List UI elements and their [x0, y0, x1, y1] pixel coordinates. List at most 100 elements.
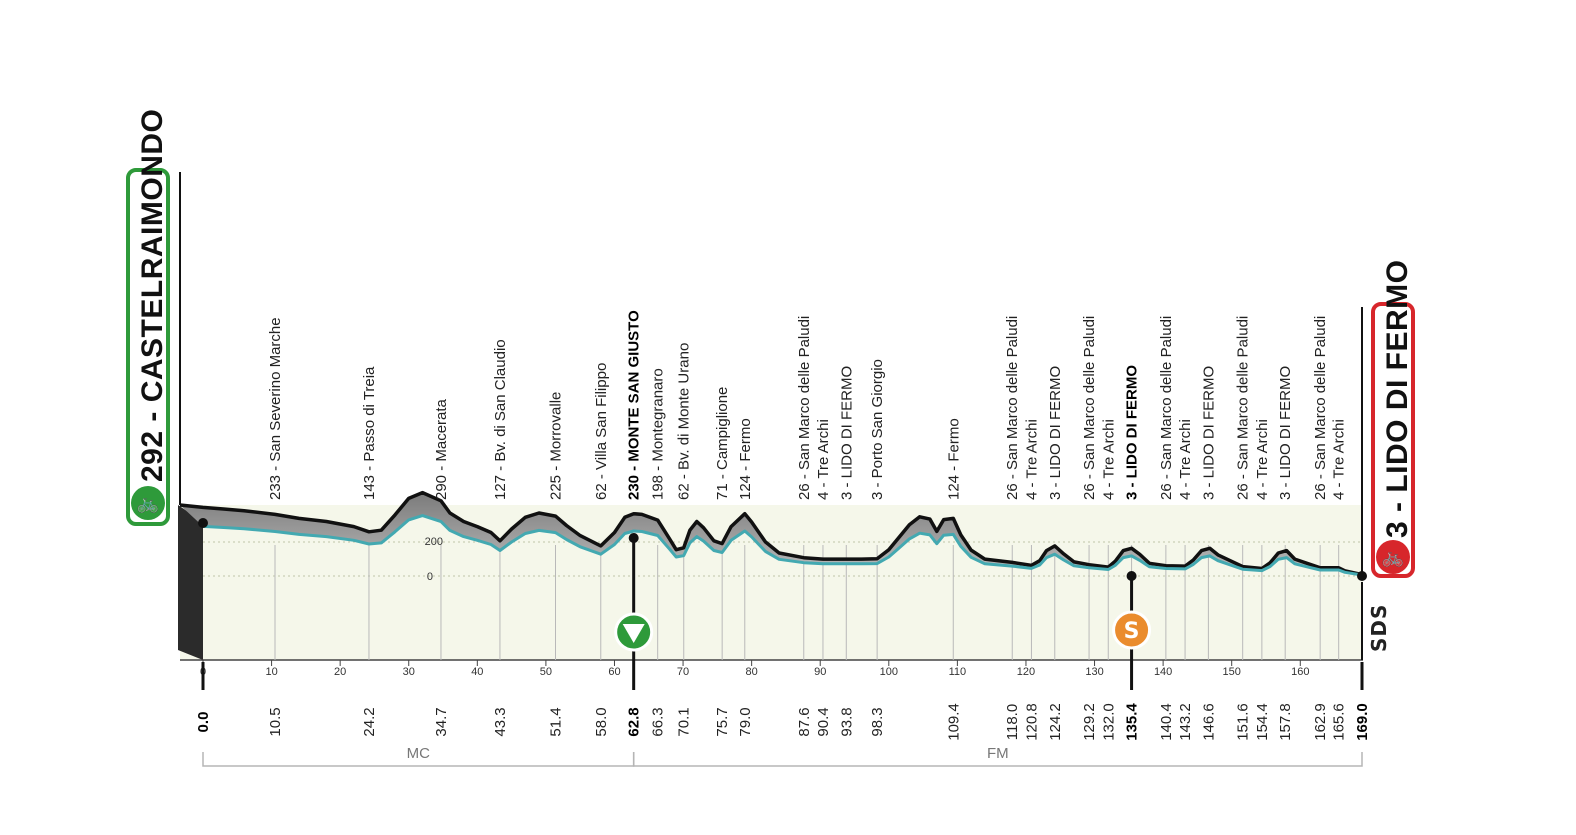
- waypoint-km: 0.0: [195, 712, 212, 733]
- km-tick-label: 60: [608, 666, 620, 678]
- waypoint-km: 66.3: [650, 707, 667, 736]
- waypoint-label: 143 - Passo di Treia: [361, 366, 378, 500]
- altitude-label-0: 0: [427, 571, 433, 583]
- waypoint-label: 233 - San Severino Marche: [267, 317, 284, 500]
- province-code: FM: [987, 745, 1009, 762]
- km-tick-label: 160: [1291, 666, 1309, 678]
- gpm-dot: [628, 533, 639, 543]
- finish-dot: [1357, 571, 1367, 581]
- waypoint-label: 3 - LIDO DI FERMO: [838, 366, 855, 500]
- waypoint-label: 26 - San Marco delle Paludi: [796, 316, 813, 500]
- waypoint-km: 132.0: [1100, 703, 1117, 741]
- waypoint-label: 26 - San Marco delle Paludi: [1235, 316, 1252, 500]
- waypoint-km: 93.8: [838, 707, 855, 736]
- finish-title: 3 - LIDO DI FERMO: [1381, 259, 1414, 539]
- waypoint-labels: 233 - San Severino Marche 143 - Passo di …: [267, 310, 1348, 500]
- waypoint-km: 120.8: [1023, 703, 1040, 741]
- waypoint-km: 75.7: [714, 707, 731, 736]
- route-markers: S: [198, 518, 1367, 690]
- start-title: 292 - CASTELRAIMONDO: [136, 108, 169, 482]
- waypoint-km: 58.0: [593, 707, 610, 736]
- waypoint-km: 129.2: [1081, 703, 1098, 741]
- waypoint-label: 124 - Fermo: [737, 418, 754, 500]
- waypoint-km: 140.4: [1158, 703, 1175, 741]
- waypoint-km: 162.9: [1312, 703, 1329, 741]
- waypoint-km: 143.2: [1177, 703, 1194, 741]
- waypoint-km: 51.4: [548, 707, 565, 736]
- waypoint-km: 79.0: [737, 707, 754, 736]
- province-code: MC: [407, 745, 430, 762]
- waypoint-km: 165.6: [1331, 703, 1348, 741]
- altitude-label-200: 200: [425, 536, 443, 548]
- sds-logo: SDS: [1367, 604, 1391, 652]
- waypoint-label: 4 - Tre Archi: [1331, 419, 1348, 500]
- km-tick-label: 70: [677, 666, 689, 678]
- km-tick-label: 140: [1154, 666, 1172, 678]
- waypoint-label: 62 - Villa San Filippo: [593, 363, 610, 500]
- waypoint-km: 43.3: [492, 707, 509, 736]
- waypoint-label: 230 - MONTE SAN GIUSTO: [626, 310, 643, 500]
- waypoint-km: 34.7: [433, 707, 450, 736]
- waypoint-km: 87.6: [796, 707, 813, 736]
- waypoint-km: 151.6: [1235, 703, 1252, 741]
- waypoint-label: 290 - Macerata: [433, 398, 450, 500]
- km-tick-label: 20: [334, 666, 346, 678]
- waypoint-km: 146.6: [1200, 703, 1217, 741]
- sprint-marker: [1112, 610, 1152, 650]
- waypoint-label: 3 - LIDO DI FERMO: [1277, 366, 1294, 500]
- waypoint-label: 4 - Tre Archi: [1100, 419, 1117, 500]
- ridge-line: [179, 490, 1363, 577]
- waypoint-label: 4 - Tre Archi: [815, 419, 832, 500]
- block-side-wall: [178, 505, 203, 660]
- km-tick-label: 130: [1085, 666, 1103, 678]
- waypoint-label: 198 - Montegranaro: [650, 368, 667, 500]
- waypoint-km: 98.3: [869, 707, 886, 736]
- finish-badge: 3 - LIDO DI FERMO 🚲: [1371, 260, 1415, 578]
- province-brackets: MC FM: [202, 745, 1363, 767]
- waypoint-label: 26 - San Marco delle Paludi: [1004, 316, 1021, 500]
- km-tick-label: 80: [746, 666, 758, 678]
- waypoint-label: 26 - San Marco delle Paludi: [1158, 316, 1175, 500]
- waypoint-label: 26 - San Marco delle Paludi: [1081, 316, 1098, 500]
- waypoint-km: 154.4: [1254, 703, 1271, 741]
- waypoint-km: 24.2: [361, 707, 378, 736]
- km-tick-label: 90: [814, 666, 826, 678]
- sprint-icon: S: [1124, 619, 1140, 644]
- waypoint-label: 3 - Porto San Giorgio: [869, 359, 886, 500]
- bicycle-icon: 🚲: [131, 486, 165, 520]
- bicycle-icon: 🚲: [1376, 540, 1410, 574]
- waypoint-km: 124.2: [1047, 703, 1064, 741]
- waypoint-label: 62 - Bv. di Monte Urano: [676, 343, 693, 500]
- waypoint-label: 3 - LIDO DI FERMO: [1047, 366, 1064, 500]
- waypoint-label: 26 - San Marco delle Paludi: [1312, 316, 1329, 500]
- waypoint-km: 70.1: [676, 707, 693, 736]
- waypoint-km: 90.4: [815, 707, 832, 736]
- km-tick-label: 30: [403, 666, 415, 678]
- km-tick-label: 150: [1223, 666, 1241, 678]
- waypoint-label: 4 - Tre Archi: [1254, 419, 1271, 500]
- km-tick-label: 40: [471, 666, 483, 678]
- province-bracket: [632, 752, 1363, 767]
- waypoint-label: 4 - Tre Archi: [1023, 419, 1040, 500]
- waypoint-km: 118.0: [1004, 704, 1021, 740]
- waypoint-label: 3 - LIDO DI FERMO: [1124, 365, 1141, 500]
- km-tick-label: 120: [1017, 666, 1035, 678]
- waypoint-km: 10.5: [267, 707, 284, 736]
- km-tick-label: 50: [540, 666, 552, 678]
- start-badge: 292 - CASTELRAIMONDO 🚲: [126, 109, 170, 526]
- waypoint-label: 4 - Tre Archi: [1177, 419, 1194, 500]
- km-tick-label: 100: [880, 666, 898, 678]
- start-dot: [198, 518, 208, 528]
- waypoint-km: 109.4: [945, 703, 962, 741]
- waypoint-km: 169.0: [1354, 703, 1371, 741]
- waypoint-label: 225 - Morrovalle: [548, 392, 565, 500]
- waypoint-label: 124 - Fermo: [945, 418, 962, 500]
- waypoint-label: 71 - Campiglione: [714, 387, 731, 500]
- waypoint-km: 157.8: [1277, 703, 1294, 741]
- waypoint-label: 127 - Bv. di San Claudio: [492, 339, 509, 500]
- waypoint-label: 3 - LIDO DI FERMO: [1200, 366, 1217, 500]
